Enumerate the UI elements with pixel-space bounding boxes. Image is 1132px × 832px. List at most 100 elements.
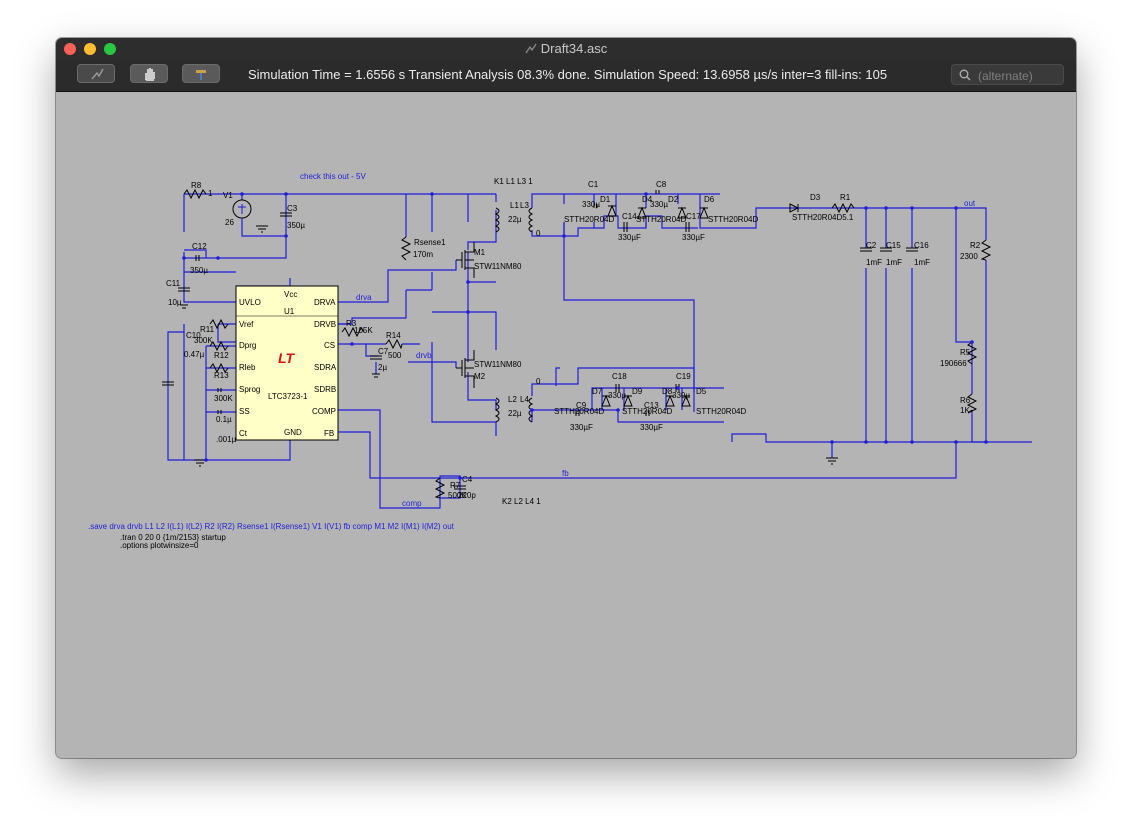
label-d5: D5 <box>696 387 707 396</box>
value-c14: 330µF <box>618 233 641 242</box>
directive-options[interactable]: .options plotwinsize=0 <box>120 541 199 550</box>
pan-button[interactable] <box>130 64 168 83</box>
label-d4: D4 <box>642 195 653 204</box>
ic-ref-name: U1 <box>284 307 295 316</box>
search-box[interactable] <box>951 64 1064 85</box>
value-r14: 500 <box>388 351 402 360</box>
value-r7: 500K <box>448 491 467 500</box>
coupling-top: K1 L1 L3 1 <box>494 177 533 186</box>
value-r3: 105K <box>354 326 373 335</box>
value-r6: 1K <box>960 406 970 415</box>
label-c14: C14 <box>622 212 637 221</box>
ic-part-name: LTC3723-1 <box>268 392 308 401</box>
run-halt-button[interactable] <box>77 64 115 83</box>
label-c12: C12 <box>192 242 207 251</box>
schematic-file-icon <box>525 43 537 54</box>
label-c18: C18 <box>612 372 627 381</box>
ic-pin-vcc: Vcc <box>284 290 297 299</box>
value-m1: STW11NM80 <box>474 262 522 271</box>
spice-directives[interactable]: .save drva drvb L1 L2 I(L1) I(L2) R2 I(R… <box>88 522 455 550</box>
label-d5-part: STTH20R04D <box>696 407 746 416</box>
net-comp: comp <box>402 499 422 508</box>
value-r11: 300K <box>194 336 213 345</box>
value-c4: 220p <box>458 491 476 500</box>
label-r5: R5 <box>960 348 971 357</box>
label-d1-part: STTH20R04D <box>564 215 614 224</box>
simulation-status-text: Simulation Time = 1.6556 s Transient Ana… <box>248 67 888 82</box>
label-m1: M1 <box>474 248 486 257</box>
ic-pin-right-4: SDRA <box>314 363 337 372</box>
label-d7-part: STTH20R04D <box>554 407 604 416</box>
directive-save[interactable]: .save drva drvb L1 L2 I(L1) I(L2) R2 I(R… <box>88 522 455 531</box>
net-drvb: drvb <box>416 351 432 360</box>
ic-pin-gnd: GND <box>284 428 302 437</box>
pan-hand-icon <box>145 68 155 81</box>
value-r8: 1 <box>208 189 213 198</box>
label-m2: M2 <box>474 372 486 381</box>
value-c8: 330µ <box>650 200 668 209</box>
schematic-drawing: Vcc GND U1 LTC3723-1 LT UVLO Vref Dprg R… <box>88 172 1032 550</box>
label-d4-part: STTH20R04D <box>636 215 686 224</box>
label-c19: C19 <box>676 372 691 381</box>
app-window: Draft34.asc Simulation Time = 1.6556 s T… <box>56 38 1076 758</box>
value-c17: 330µF <box>682 233 705 242</box>
label-rsense1: Rsense1 <box>414 238 446 247</box>
label-zero-bottom: 0 <box>536 377 541 386</box>
wires <box>167 193 1032 509</box>
label-c13: C13 <box>644 401 659 410</box>
value-c2: 1mF <box>866 258 882 267</box>
value-c18: 330µ <box>608 391 626 400</box>
label-c11: C11 <box>166 279 181 288</box>
net-out: out <box>964 199 976 208</box>
maximize-window-button[interactable] <box>104 43 116 55</box>
value-c-ct: .001µ <box>216 435 237 444</box>
probe-button[interactable] <box>182 64 220 83</box>
label-r3: R3 <box>346 319 357 328</box>
value-c-ss: 0.1µ <box>216 415 232 424</box>
label-r14: R14 <box>386 331 401 340</box>
value-c12: 350µ <box>190 266 208 275</box>
directive-tran[interactable]: .tran 0 20 0 {1m/2153} startup <box>120 533 226 542</box>
label-r6: R6 <box>960 396 971 405</box>
ic-pin-left-2: Vref <box>239 320 254 329</box>
label-c17: C17 <box>686 212 701 221</box>
junction-dots <box>182 192 988 480</box>
ltc3723-ic[interactable]: Vcc GND U1 LTC3723-1 LT UVLO Vref Dprg R… <box>235 285 339 441</box>
label-l1: L1 <box>510 201 519 210</box>
run-halt-icon <box>91 68 104 80</box>
components <box>162 188 992 499</box>
coupling-bottom: K2 L2 L4 1 <box>502 497 541 506</box>
value-v1: 26 <box>225 218 234 227</box>
value-c13: 330µF <box>640 423 663 432</box>
value-c10: 0.47µ <box>184 350 205 359</box>
window-title-container: Draft34.asc <box>56 41 1076 56</box>
label-l2: L2 <box>508 395 517 404</box>
search-icon <box>959 69 971 81</box>
label-r11: R11 <box>200 325 215 334</box>
window-title: Draft34.asc <box>540 41 608 56</box>
toolbar: Simulation Time = 1.6556 s Transient Ana… <box>56 60 1076 92</box>
ic-pin-right-7: FB <box>324 429 334 438</box>
ic-pin-left-4: Rleb <box>239 363 256 372</box>
ic-pin-right-6: COMP <box>312 407 336 416</box>
label-d1: D1 <box>600 195 611 204</box>
label-r1: R1 <box>840 193 851 202</box>
schematic-canvas[interactable]: Vcc GND U1 LTC3723-1 LT UVLO Vref Dprg R… <box>56 92 1076 758</box>
label-d8: D8 <box>662 387 673 396</box>
label-d9: D9 <box>632 387 643 396</box>
label-c16: C16 <box>914 241 929 250</box>
value-rsense1: 170m <box>413 250 433 259</box>
value-r2: 2300 <box>960 252 978 261</box>
probe-hammer-icon <box>196 70 206 80</box>
label-c15: C15 <box>886 241 901 250</box>
value-r13: 300K <box>214 394 233 403</box>
label-r7: R7 <box>450 481 461 490</box>
ic-pin-left-5: Sprog <box>239 385 260 394</box>
close-window-button[interactable] <box>64 43 76 55</box>
minimize-window-button[interactable] <box>84 43 96 55</box>
value-c11: 10µ <box>168 298 182 307</box>
label-c10: C10 <box>186 331 201 340</box>
label-c1: C1 <box>588 180 599 189</box>
label-c7: C7 <box>378 347 389 356</box>
search-input[interactable] <box>976 66 1064 85</box>
